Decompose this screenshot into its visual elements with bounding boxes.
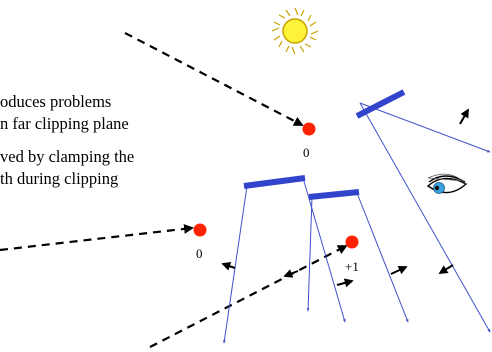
projection-ray (357, 193, 408, 322)
light-ray-top (125, 33, 302, 125)
normal-arrow (460, 110, 468, 124)
normal-arrow (223, 264, 235, 268)
occluder-plane-left (244, 178, 305, 186)
count-label: 0 (303, 145, 310, 160)
projection-ray (360, 103, 490, 332)
light-ray-bottom (150, 246, 346, 347)
sample-point (303, 123, 316, 136)
sun-icon (272, 8, 318, 54)
projection-ray (308, 197, 312, 311)
normal-arrow (337, 281, 352, 285)
occluder-plane-middle (309, 192, 359, 197)
eye-icon (428, 174, 466, 193)
normal-arrow (391, 267, 406, 274)
sample-point (194, 224, 207, 237)
count-label: +1 (345, 259, 359, 274)
normal-arrow (440, 265, 453, 273)
light-ray-left (0, 228, 192, 250)
sample-point (346, 236, 359, 249)
projection-ray (360, 103, 490, 152)
count-label: 0 (196, 246, 203, 261)
